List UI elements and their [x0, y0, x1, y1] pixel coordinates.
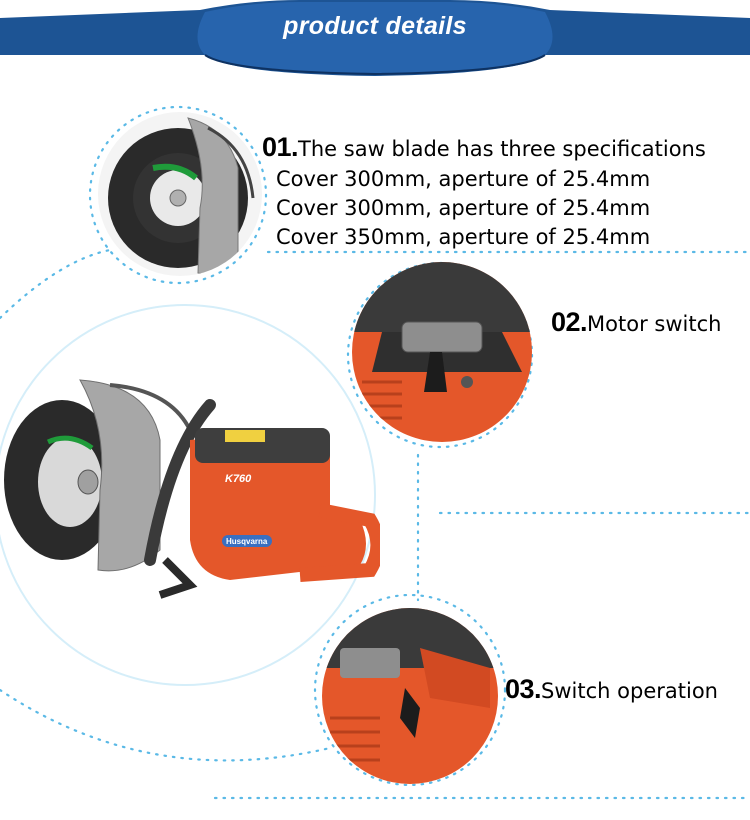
spec-line-2: Cover 300mm, aperture of 25.4mm [276, 196, 651, 220]
spec-line-3: Cover 350mm, aperture of 25.4mm [276, 225, 651, 249]
feature-01-number: 01. [262, 132, 299, 162]
page-title: product details [283, 12, 467, 40]
feature-03-number: 03. [505, 674, 542, 704]
feature-02-number: 02. [551, 307, 588, 337]
header-banner [0, 0, 750, 76]
feature-02-label: Motor switch [587, 312, 722, 336]
feature-03-label: Switch operation [541, 679, 718, 703]
model-label: K760 [225, 473, 252, 485]
power-cutter-main-image: K760 Husqvarna [4, 379, 380, 599]
feature-03: 03.Switch operation [505, 674, 718, 705]
spec-line-1: Cover 300mm, aperture of 25.4mm [276, 167, 651, 191]
feature-02: 02.Motor switch [551, 307, 721, 338]
switch-operation-detail-image [322, 608, 498, 784]
motor-switch-detail-image [352, 262, 532, 442]
blade-detail-image [98, 112, 262, 276]
feature-01-label: The saw blade has three specifications [298, 137, 706, 161]
feature-01: 01.The saw blade has three specification… [262, 132, 706, 163]
brand-label: Husqvarna [226, 537, 268, 546]
